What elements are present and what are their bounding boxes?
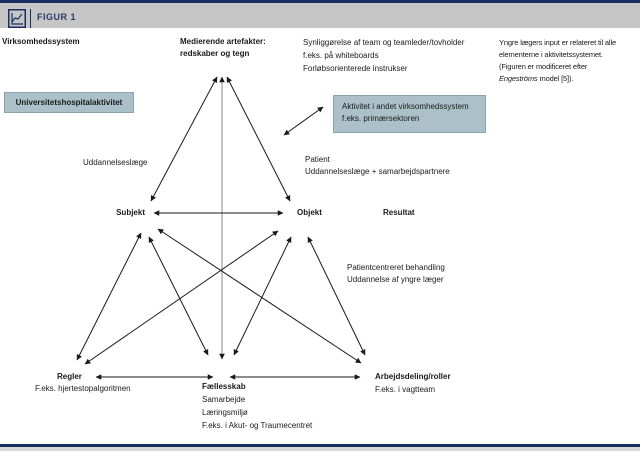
note-line2: elementerne i aktivitetssystemet. [499,50,603,59]
line-chart-icon [8,9,26,28]
other-activity-line2: f.eks. primærsektoren [342,114,420,123]
node-faellesskab-block: Fællesskab Samarbejde Læringsmiljø F.eks… [202,380,312,432]
medierende-artefakter-label: Medierende artefakter: redskaber og tegn [180,36,266,60]
arrow-other-activity-system [283,106,324,136]
patient-annotation: Patient Uddannelseslæge + samarbejdspart… [305,154,450,178]
arrow-subjekt-artefakter [150,76,218,202]
bottom-strip [0,447,640,451]
top-border [0,0,640,3]
outcome-annotation: Patientcentreret behandling Uddannelse a… [347,262,445,286]
header-divider [30,9,31,28]
faellesskab-desc2: Læringsmiljø [202,408,248,417]
arbejdsdeling-desc: F.eks. i vagtteam [375,385,436,394]
medierende-line1: Medierende artefakter: [180,37,266,46]
faellesskab-desc3: F.eks. i Akut- og Traumecentret [202,421,313,430]
arrow-subjekt-faellesskab [148,236,209,356]
other-activity-line1: Aktivitet i andet virksomhedssystem [342,102,469,111]
synliggoerelse-note: Synliggørelse af team og teamleder/tovho… [303,36,464,75]
virksomhedssystem-label: Virksomhedssystem [2,37,80,46]
figure-caption-note: Yngre lægers input er relateret til alle… [499,37,616,85]
engestroem-reference: Engeströms [499,74,538,83]
node-objekt: Objekt [297,208,322,217]
outcome-line2: Uddannelse af yngre læger [347,275,444,284]
arrow-objekt-artefakter [226,76,291,202]
outcome-line1: Patientcentreret behandling [347,263,445,272]
arrow-objekt-arbejdsdeling [307,236,366,356]
synlig-line2: f.eks. på whiteboards [303,51,379,60]
figure-header-bar: FIGUR 1 [0,3,640,28]
node-resultat: Resultat [383,208,415,217]
other-activity-system-box: Aktivitet i andet virksomhedssystem f.ek… [333,95,486,133]
node-arbejdsdeling: Arbejdsdeling/roller [375,372,451,381]
patient-line1: Patient [305,155,330,164]
note-line3: (Figuren er modificeret efter [499,62,588,71]
note-line1: Yngre lægers input er relateret til alle [499,38,616,47]
arrow-subjekt-arbejdsdeling [157,228,362,364]
faellesskab-desc1: Samarbejde [202,395,246,404]
note-line4-rest: model [5]). [537,74,574,83]
arrow-objekt-faellesskab [233,236,292,356]
arrow-subjekt-regler [76,232,142,361]
uddannelseslaege-label: Uddannelseslæge [83,158,148,167]
node-regler: Regler [57,372,82,381]
arrow-objekt-regler [84,230,279,365]
note-line4: Engeströms model [5]). [499,73,616,85]
medierende-line2: redskaber og tegn [180,49,250,58]
synlig-line1: Synliggørelse af team og teamleder/tovho… [303,38,465,47]
node-subjekt: Subjekt [116,208,145,217]
bottom-border [0,444,640,447]
universitetshospital-activity-box: Universitetshospitalaktivitet [4,92,134,113]
synlig-line3: Forløbsorienterede instrukser [303,64,408,73]
node-faellesskab: Fællesskab [202,382,246,391]
patient-line2: Uddannelseslæge + samarbejdspartnere [305,167,450,176]
figure-label: FIGUR 1 [37,12,77,22]
regler-desc: F.eks. hjertestopalgoritmen [35,384,131,393]
